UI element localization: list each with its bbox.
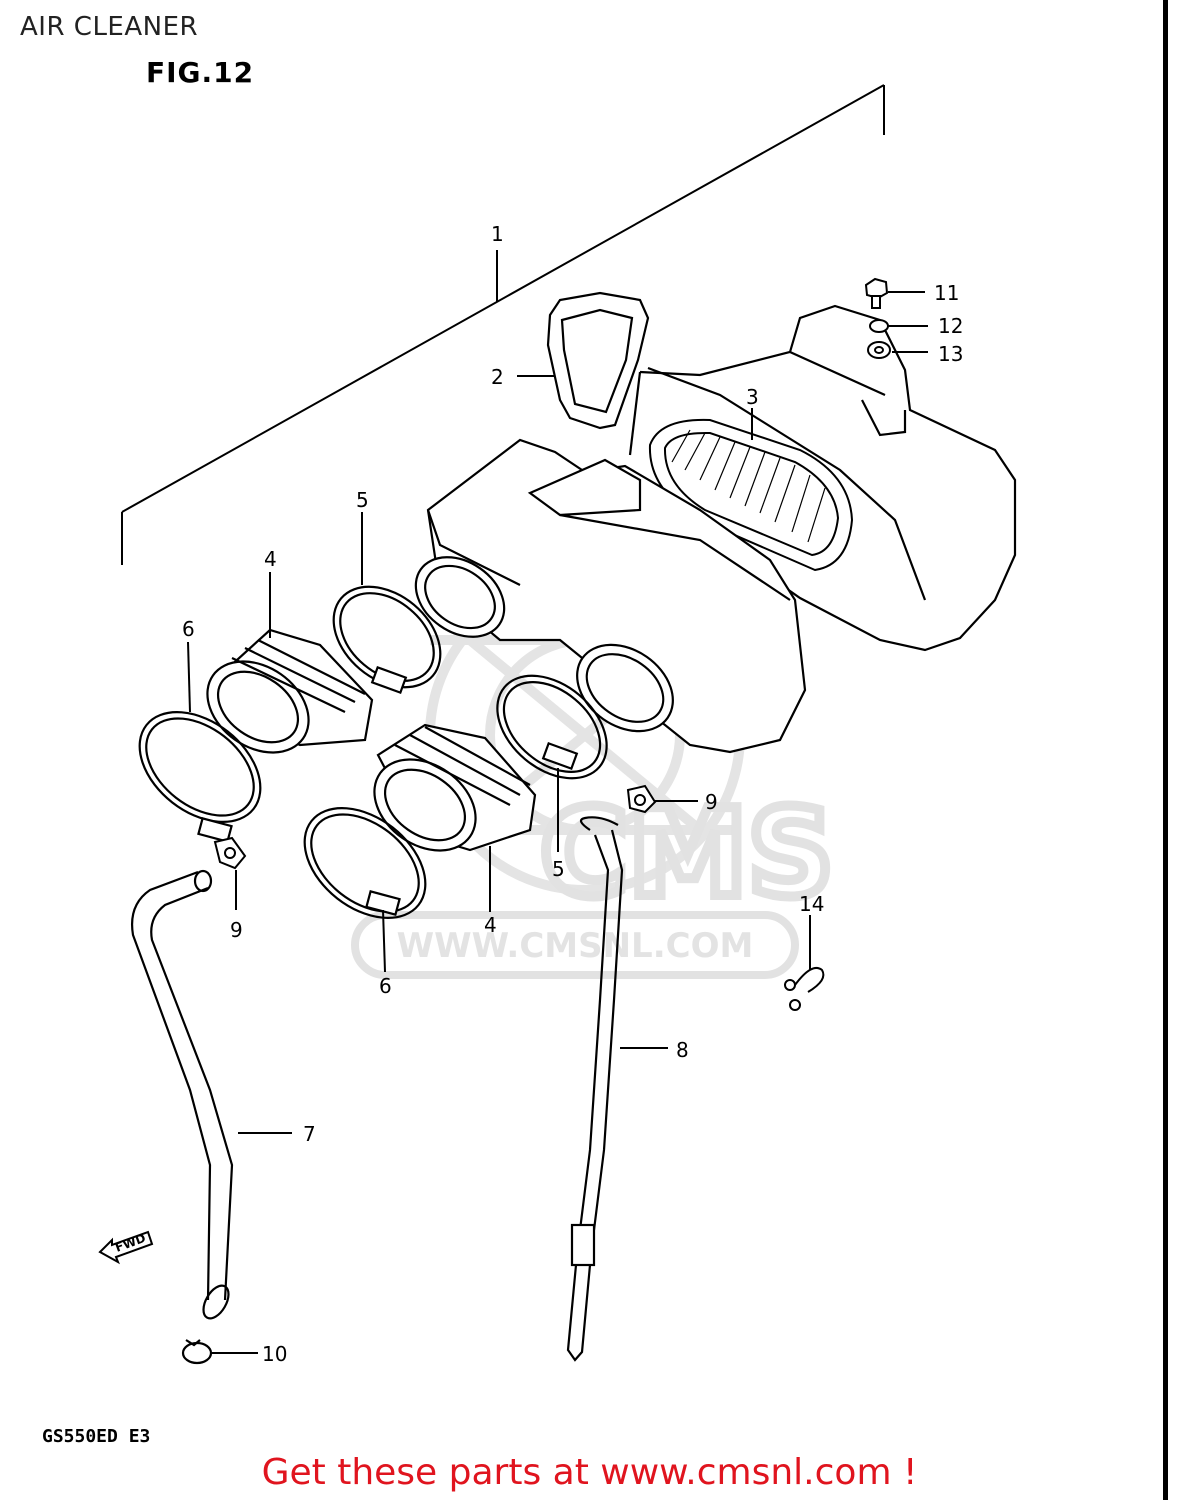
breather-tube-8 bbox=[566, 816, 624, 1362]
clamp-ring-6-upper bbox=[138, 711, 262, 843]
callout-6-upper: 6 bbox=[182, 617, 195, 641]
callout-6-lower: 6 bbox=[379, 974, 392, 998]
watermark-url: WWW.CMSNL.COM bbox=[397, 926, 754, 966]
washer-13 bbox=[867, 341, 891, 359]
callout-13: 13 bbox=[938, 342, 963, 366]
air-filter-element bbox=[648, 418, 854, 572]
callout-8: 8 bbox=[676, 1038, 689, 1062]
hose-clamp-9-left bbox=[213, 836, 247, 870]
callout-4-upper: 4 bbox=[264, 547, 277, 571]
callout-5-upper: 5 bbox=[356, 488, 369, 512]
callout-12: 12 bbox=[938, 314, 963, 338]
callouts: 1 2 3 4 4 5 5 6 6 7 8 9 9 10 11 12 13 14 bbox=[182, 222, 963, 1366]
callout-2: 2 bbox=[491, 365, 504, 389]
footer-link[interactable]: Get these parts at www.cmsnl.com ! bbox=[261, 1452, 918, 1493]
assembly-bracket bbox=[121, 84, 885, 565]
callout-4-lower: 4 bbox=[484, 913, 497, 937]
page-title: AIR CLEANER bbox=[20, 12, 199, 42]
callout-5-lower: 5 bbox=[552, 857, 565, 881]
figure-label: FIG.12 bbox=[146, 56, 255, 89]
callout-1: 1 bbox=[491, 222, 504, 246]
callout-14: 14 bbox=[799, 892, 824, 916]
drain-hose-7 bbox=[131, 869, 234, 1320]
bolt-11 bbox=[864, 277, 889, 309]
hose-clamp-9-right bbox=[626, 784, 657, 814]
clip-14 bbox=[784, 966, 825, 1011]
callout-3: 3 bbox=[746, 385, 759, 409]
clamp-ring-6-lower bbox=[303, 807, 427, 919]
callout-9-right: 9 bbox=[705, 790, 718, 814]
air-cleaner-cover bbox=[546, 291, 650, 430]
air-cleaner-case-front bbox=[426, 438, 807, 754]
case-intake-ports bbox=[414, 556, 674, 733]
air-cleaner-case-rear bbox=[628, 304, 1017, 652]
right-edge-bar bbox=[1163, 0, 1168, 1500]
callout-10: 10 bbox=[262, 1342, 287, 1366]
clamp-ring-5-upper bbox=[332, 585, 442, 695]
washer-12 bbox=[869, 319, 889, 333]
leader-lines bbox=[187, 291, 928, 1354]
clamp-ring-5-lower bbox=[496, 674, 608, 780]
forward-arrow-icon: FWD bbox=[98, 1230, 154, 1265]
watermark-letters: CMS bbox=[540, 785, 834, 924]
intake-boot-4-lower bbox=[373, 723, 537, 852]
intake-boot-4-upper bbox=[206, 628, 374, 754]
callout-7: 7 bbox=[303, 1122, 316, 1146]
ring-clip-10 bbox=[181, 1339, 213, 1365]
model-code: GS550ED E3 bbox=[42, 1426, 151, 1447]
callout-9-left: 9 bbox=[230, 918, 243, 942]
callout-11: 11 bbox=[934, 281, 959, 305]
